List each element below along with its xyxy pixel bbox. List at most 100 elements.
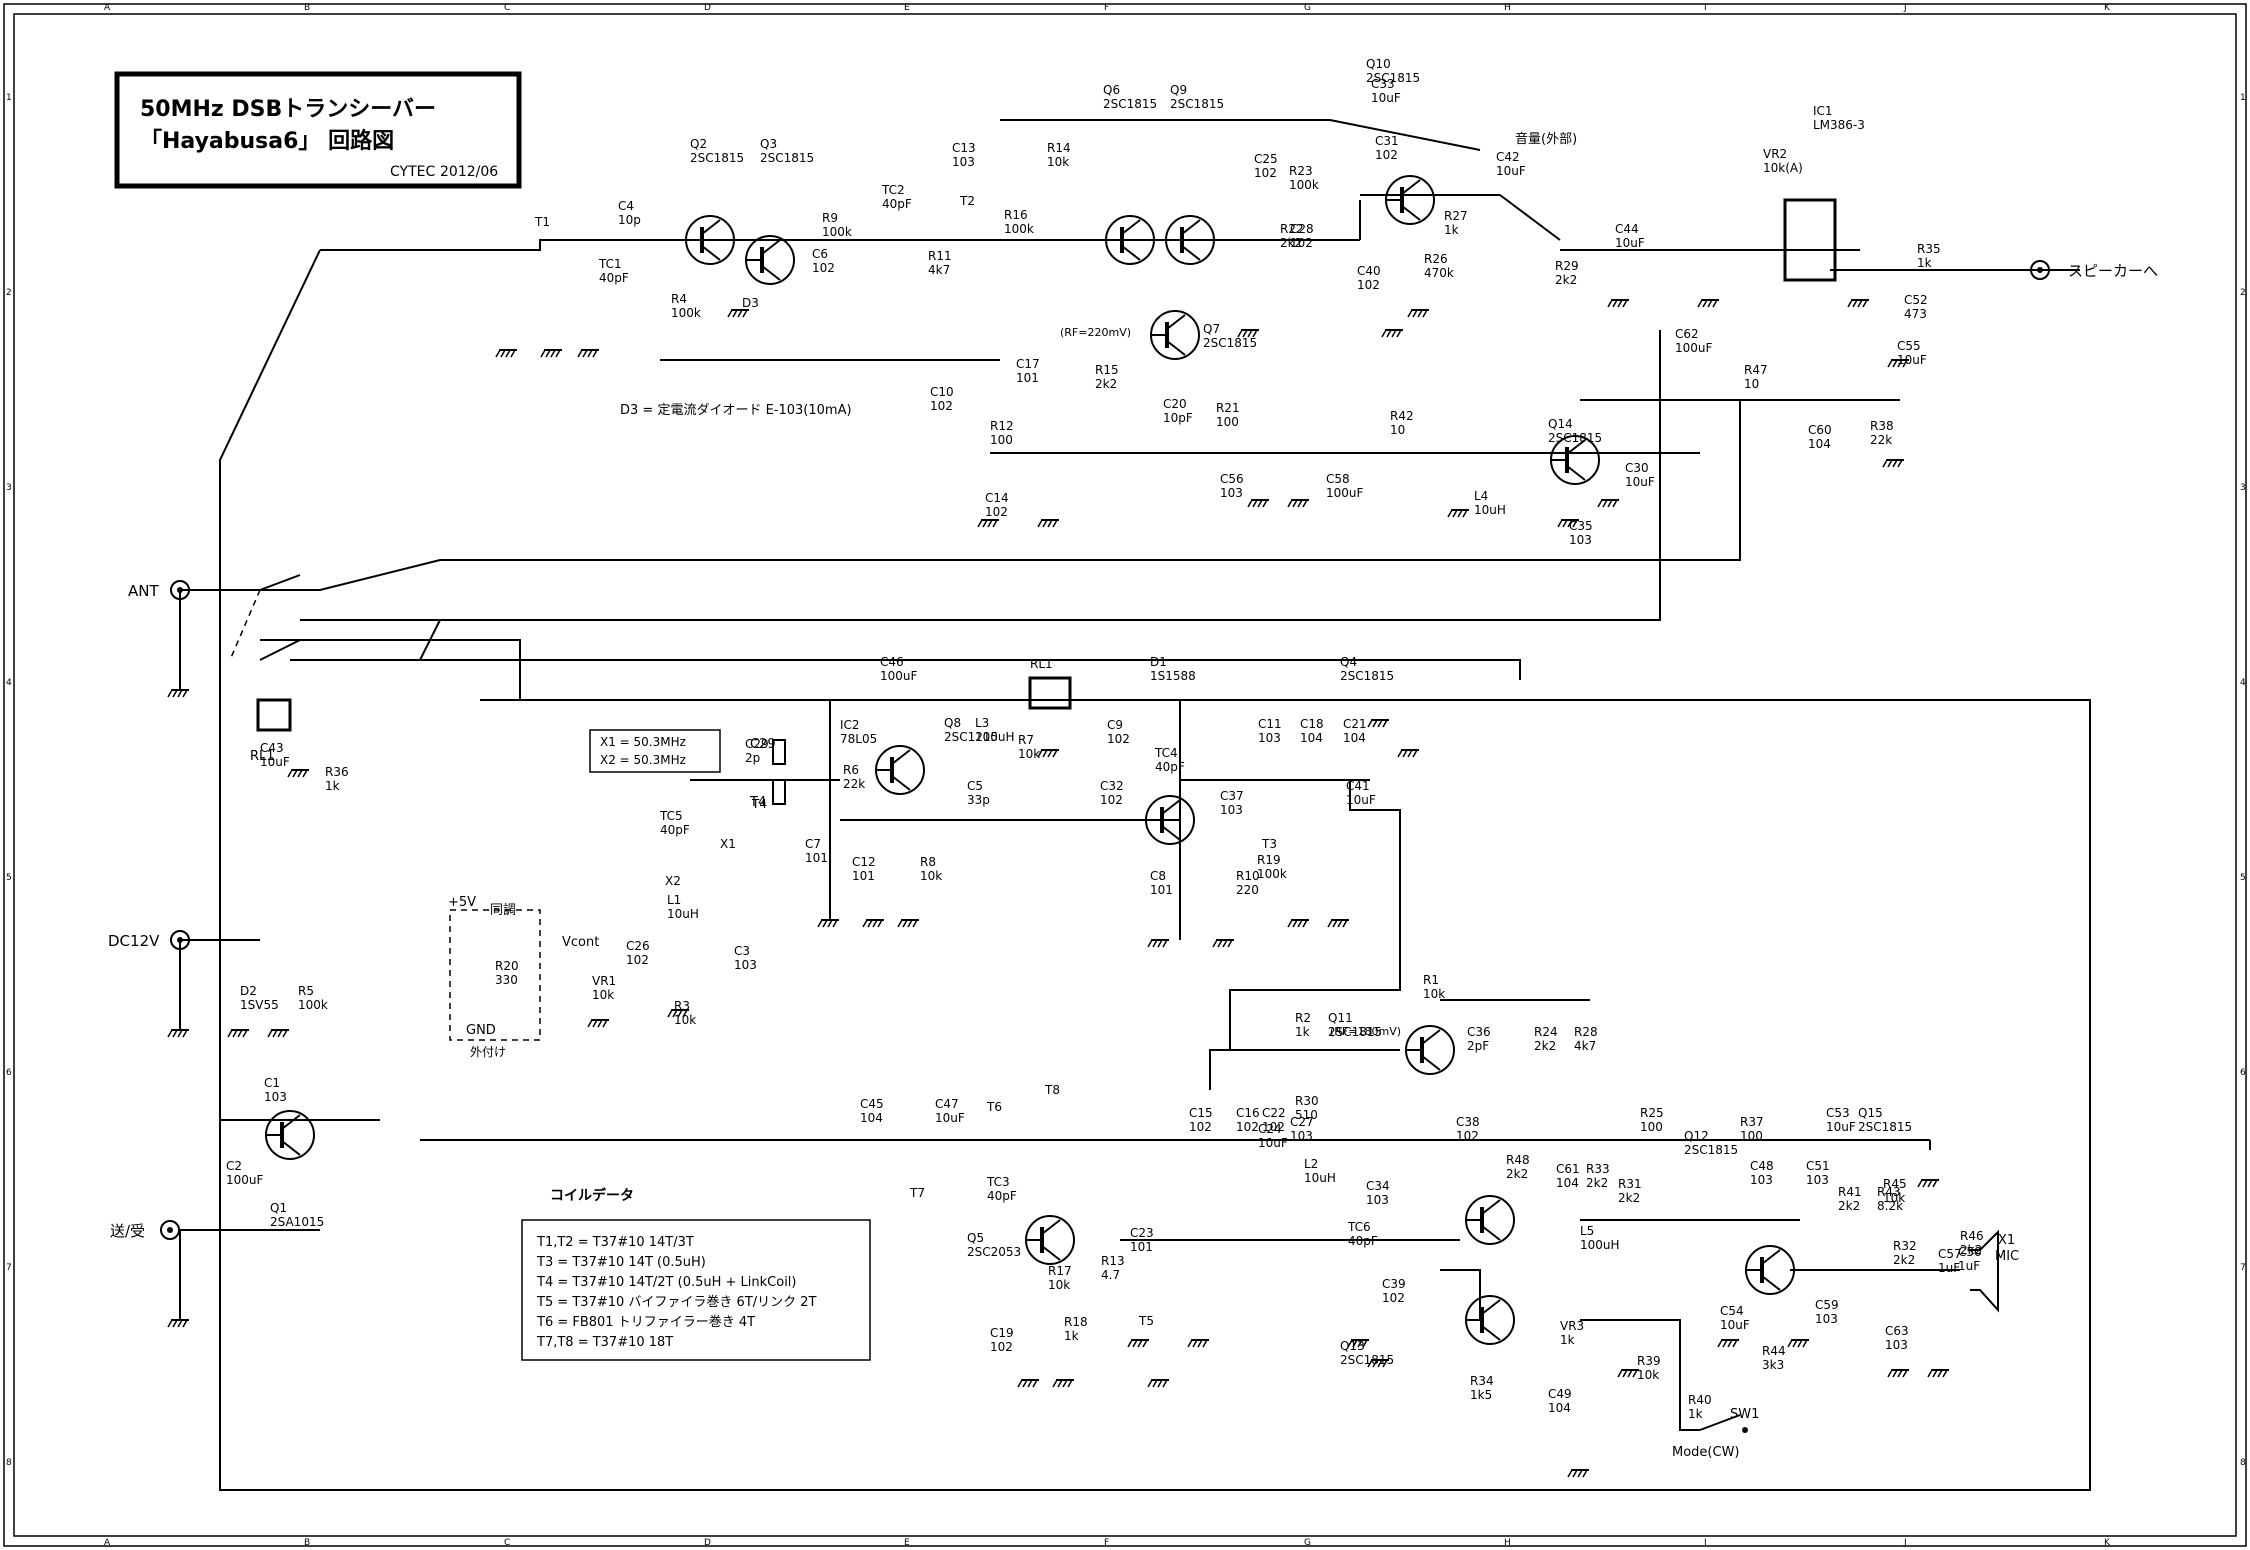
part-ref-label: T2 — [959, 194, 975, 208]
part-ref-label: Q15 — [1858, 1106, 1883, 1120]
part-ref-label: R37 — [1740, 1115, 1764, 1129]
part-ref-label: C40 — [1357, 264, 1381, 278]
part-ref-label: C28 — [1290, 222, 1314, 236]
part-ref-label: C38 — [1456, 1115, 1480, 1129]
part-ref-label: C26 — [626, 939, 650, 953]
part-ref-label: C21 — [1343, 717, 1367, 731]
part-ref-label: R28 — [1574, 1025, 1598, 1039]
ground-icon — [1367, 719, 1389, 728]
speaker-connector[interactable]: スピーカーへ — [2030, 260, 2158, 280]
part-ref-label: Q5 — [967, 1231, 984, 1245]
part-ref-label: VR3 — [1560, 1319, 1584, 1333]
ground-icon — [1037, 749, 1059, 758]
dc12v-connector[interactable]: DC12V — [108, 930, 190, 950]
part-ref-label: L4 — [1474, 489, 1488, 503]
ground-icon — [1327, 919, 1349, 928]
part-value-label: 102 — [930, 399, 953, 413]
part-value-label: 10p — [618, 213, 641, 227]
ground-icon — [1147, 1379, 1169, 1388]
grid-col-label: C — [504, 3, 510, 13]
part-ref-label: C13 — [952, 141, 976, 155]
part-ref-label: C50 — [1958, 1245, 1982, 1259]
part-value-label: 100uF — [1675, 341, 1713, 355]
part-value-label: 101 — [1150, 883, 1173, 897]
ant-connector[interactable]: ANT — [128, 580, 190, 600]
part-ref-label: R15 — [1095, 363, 1119, 377]
date-text: 2012/06 — [440, 164, 498, 180]
part-value-label: 40pF — [1348, 1234, 1378, 1248]
part-ref-label: IC1 — [1813, 104, 1833, 118]
part-ref-label: C34 — [1366, 1179, 1390, 1193]
part-value-label: 102 — [1189, 1120, 1212, 1134]
part-value-label: 2k2 — [1618, 1191, 1640, 1205]
part-ref-label: L5 — [1580, 1224, 1594, 1238]
part-ref-label: R40 — [1688, 1393, 1712, 1407]
crystal-x1: C29 — [750, 737, 786, 765]
part-ref-label: C22 — [1262, 1106, 1286, 1120]
transistor-icon — [1405, 1025, 1455, 1075]
part-value-label: 103 — [1806, 1173, 1829, 1187]
grid-row-label: 4 — [6, 678, 12, 688]
part-value-label: 10uF — [1371, 91, 1401, 105]
ptt-connector[interactable]: 送/受 — [110, 1220, 180, 1240]
grid-col-label: C — [504, 1538, 510, 1548]
part-value-label: 1k — [1444, 223, 1459, 237]
part-ref-label: R41 — [1838, 1185, 1862, 1199]
part-ref-label: C62 — [1675, 327, 1699, 341]
part-ref-label: C27 — [1290, 1115, 1314, 1129]
grid-col-label: D — [704, 1538, 711, 1548]
part-value-label: 10k — [1637, 1368, 1659, 1382]
part-value-label: 103 — [1815, 1312, 1838, 1326]
part-ref-label: D3 — [742, 296, 759, 310]
grid-col-label: E — [904, 3, 910, 13]
part-value-label: 10uF — [1346, 793, 1376, 807]
grid-row-label: 1 — [6, 93, 12, 103]
part-value-label: 100 — [1740, 1129, 1763, 1143]
svg-text:Mode(CW): Mode(CW) — [1672, 1445, 1740, 1460]
d3-note: D3 = 定電流ダイオード E-103(10mA) — [620, 403, 852, 418]
grid-col-label: D — [704, 3, 711, 13]
svg-text:C29: C29 — [750, 737, 776, 752]
ground-icon — [1147, 939, 1169, 948]
ground-icon — [1407, 309, 1429, 318]
grid-col-label: H — [1504, 3, 1511, 13]
svg-text:スピーカーへ: スピーカーへ — [2068, 262, 2158, 280]
part-ref-label: Q2 — [690, 137, 707, 151]
part-value-label: 1k5 — [1470, 1388, 1492, 1402]
part-ref-label: C23 — [1130, 1226, 1154, 1240]
part-value-label: 103 — [1885, 1338, 1908, 1352]
grid-col-label: B — [304, 3, 310, 13]
part-value-label: 10k — [1423, 987, 1445, 1001]
ground-icon — [1367, 1359, 1389, 1368]
part-value-label: 10k — [1018, 747, 1040, 761]
svg-text:音量(外部): 音量(外部) — [1515, 131, 1577, 147]
grid-col-label: J — [1903, 1538, 1907, 1548]
part-ref-label: T7 — [909, 1186, 925, 1200]
part-value-label: 102 — [1100, 793, 1123, 807]
part-ref-label: TC4 — [1154, 746, 1178, 760]
part-ref-label: R33 — [1586, 1162, 1610, 1176]
part-ref-label: C1 — [264, 1076, 280, 1090]
svg-text:X1: X1 — [1998, 1233, 2015, 1248]
part-value-label: 2k2 — [1534, 1039, 1556, 1053]
part-ref-label: R12 — [990, 419, 1014, 433]
part-ref-label: R26 — [1424, 252, 1448, 266]
part-ref-label: Q1 — [270, 1201, 287, 1215]
part-ref-label: C8 — [1150, 869, 1166, 883]
drawing-frame — [3, 3, 2247, 1547]
part-value-label: 100 — [990, 433, 1013, 447]
mic-connector[interactable]: X1 MIC — [1970, 1229, 2019, 1313]
part-ref-label: C12 — [852, 855, 876, 869]
part-ref-label: Q12 — [1684, 1129, 1709, 1143]
switch-sw1[interactable]: SW1 Mode(CW) — [1672, 1407, 1759, 1460]
ground-icon — [1567, 1469, 1589, 1478]
part-value-label: 100uF — [880, 669, 918, 683]
part-value-label: 10uF — [260, 755, 290, 769]
part-value-label: 8.2k — [1877, 1199, 1903, 1213]
part-value-label: 10uF — [1720, 1318, 1750, 1332]
ground-icon — [1187, 1339, 1209, 1348]
part-value-label: 104 — [1556, 1176, 1579, 1190]
part-ref-label: Q9 — [1170, 83, 1187, 97]
part-value-label: 10uH — [1474, 503, 1506, 517]
part-ref-label: T8 — [1044, 1083, 1060, 1097]
